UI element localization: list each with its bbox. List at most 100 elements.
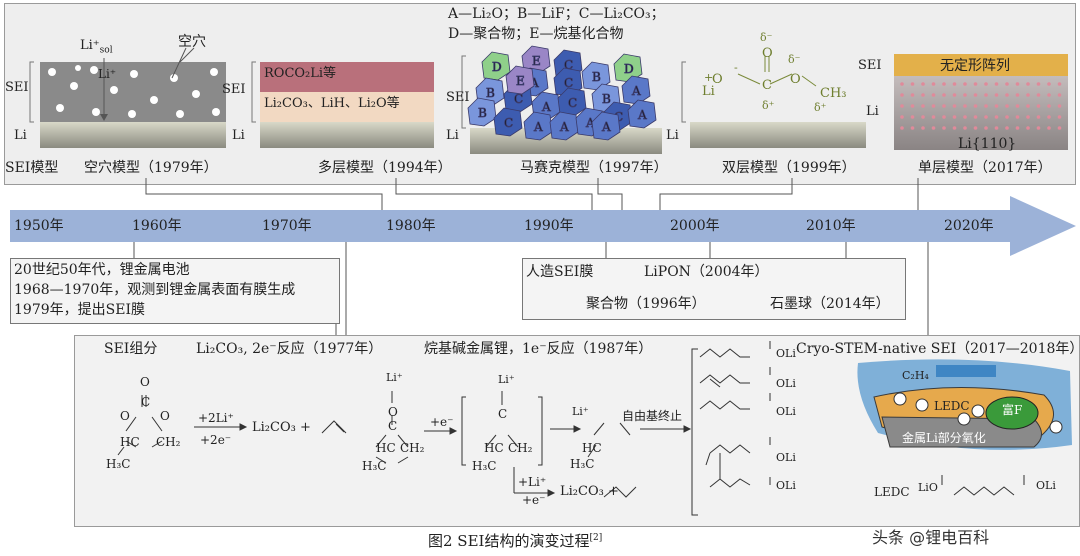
double-layer-model-diagram bbox=[681, 56, 866, 148]
lattice-atom bbox=[952, 93, 957, 97]
mosaic-grain-label: A bbox=[585, 116, 595, 130]
mosaic-li-label: Li bbox=[446, 128, 459, 143]
lattice-atom bbox=[984, 82, 988, 86]
cryo-title: Cryo-STEM-native SEI（2017—2018年） bbox=[796, 341, 1080, 357]
lattice-atom bbox=[1005, 126, 1009, 130]
atom-h3c-2: H₃C bbox=[362, 459, 387, 473]
history-line-1: 20世纪50年代，锂金属电池 bbox=[14, 262, 190, 278]
lattice-atom bbox=[910, 104, 915, 108]
double-delta-minus-right: δ⁻ bbox=[788, 53, 801, 66]
double-o-top: O bbox=[762, 46, 773, 61]
lattice-atom bbox=[910, 82, 915, 86]
lattice-atom bbox=[910, 115, 915, 119]
oli-3: OLi bbox=[776, 405, 796, 418]
history-line-3: 1979年，提出SEI膜 bbox=[14, 302, 145, 318]
lattice-atom bbox=[1057, 115, 1062, 119]
atom-c-1: C bbox=[141, 395, 151, 409]
mosaic-model-diagram: DECACBDBCACBABCAAACAEA bbox=[461, 45, 662, 154]
mosaic-grain-label: D bbox=[492, 60, 502, 74]
mosaic-grain-label: A bbox=[601, 120, 611, 134]
mosaic-grain-label: A bbox=[541, 100, 551, 114]
ledc-lio: LiO bbox=[918, 481, 938, 494]
lattice-atom bbox=[1005, 115, 1009, 119]
mosaic-grain bbox=[627, 99, 657, 129]
lattice-atom bbox=[942, 126, 946, 130]
mosaic-grain bbox=[621, 75, 651, 105]
double-plus-sign: + bbox=[704, 71, 714, 84]
plus-2li-label: +2Li⁺ bbox=[198, 411, 234, 425]
graphite-label: 石墨球（2014年） bbox=[770, 296, 890, 312]
lattice-atom bbox=[1015, 115, 1020, 119]
timeline-year-3: 1980年 bbox=[386, 218, 436, 234]
atom-hc-1: HC bbox=[120, 435, 140, 449]
reaction-1-title: Li₂CO₃, 2e⁻反应（1977年） bbox=[196, 341, 383, 357]
lattice-atom bbox=[994, 104, 999, 108]
single-model-title: 单层模型（2017年） bbox=[918, 160, 1052, 176]
double-ch3: CH₃ bbox=[820, 86, 847, 101]
lattice-atom bbox=[994, 115, 999, 119]
mosaic-grain-label: E bbox=[516, 74, 525, 88]
mosaic-grain-label: A bbox=[637, 108, 647, 122]
early-history-box bbox=[10, 258, 340, 324]
single-li-label: Li bbox=[866, 104, 879, 119]
plus-e-label-2: +e⁻ bbox=[522, 493, 546, 507]
mosaic-grain-label: C bbox=[504, 116, 513, 130]
artificial-sei-label: 人造SEI膜 bbox=[526, 264, 594, 280]
double-li-plus: Li bbox=[702, 84, 715, 99]
lattice-atom bbox=[1057, 104, 1062, 108]
lattice-atom bbox=[931, 82, 936, 86]
oli-4: OLi bbox=[776, 451, 796, 464]
lattice-atom bbox=[984, 93, 988, 97]
lipon-label: LiPON（2004年） bbox=[644, 264, 769, 280]
mosaic-grain-label: A bbox=[533, 120, 543, 134]
atom-o-2: O bbox=[388, 405, 398, 419]
double-minus-sign: - bbox=[734, 61, 738, 74]
metal-li-label: 金属Li部分氧化 bbox=[902, 431, 986, 445]
lattice-atom bbox=[1057, 93, 1062, 97]
lattice-atom bbox=[973, 82, 978, 86]
lattice-atom bbox=[921, 126, 925, 130]
lattice-atom bbox=[984, 126, 988, 130]
oli-2: OLi bbox=[776, 377, 796, 390]
mosaic-grain-label: A bbox=[559, 120, 569, 134]
multilayer-sei-label: SEI bbox=[222, 82, 246, 97]
single-sei-label: SEI bbox=[858, 58, 882, 73]
lattice-atom bbox=[900, 115, 904, 119]
figure-caption: 图2 SEI结构的演变过程[2] bbox=[428, 532, 603, 550]
multilayer-top-layer: ROCO₂Li等 bbox=[264, 66, 337, 81]
atom-h3c-4: H₃C bbox=[570, 457, 595, 471]
lattice-atom bbox=[931, 93, 936, 97]
lattice-atom bbox=[963, 104, 967, 108]
atom-o-1: O bbox=[140, 375, 150, 389]
lattice-atom bbox=[984, 104, 988, 108]
mosaic-grain bbox=[493, 107, 523, 137]
lattice-atom bbox=[952, 82, 957, 86]
li-plus-label: Li⁺ bbox=[98, 67, 117, 81]
reaction-structures bbox=[117, 341, 1072, 516]
lattice-atom bbox=[921, 115, 925, 119]
lattice-atom bbox=[931, 115, 936, 119]
lattice-atom bbox=[963, 115, 967, 119]
lattice-atom bbox=[910, 126, 915, 130]
timeline-year-4: 1990年 bbox=[524, 218, 574, 234]
mosaic-grain bbox=[591, 111, 621, 141]
lattice-atom bbox=[1026, 126, 1030, 130]
lattice-atom bbox=[973, 115, 978, 119]
mosaic-grain-label: D bbox=[624, 62, 634, 76]
oli-5: OLi bbox=[776, 479, 796, 492]
double-model-title: 双层模型（1999年） bbox=[722, 160, 856, 176]
multilayer-li-label: Li bbox=[232, 128, 245, 143]
plus-2e-label: +2e⁻ bbox=[200, 433, 232, 447]
lattice-atom bbox=[952, 104, 957, 108]
mosaic-grain-label: C bbox=[514, 92, 523, 106]
vacancy-model-title: 空穴模型（1979年） bbox=[84, 160, 218, 176]
mosaic-grain-label: C bbox=[564, 58, 573, 72]
lattice-atom bbox=[931, 126, 936, 130]
lattice-atom bbox=[1026, 93, 1030, 97]
mosaic-grain-label: A bbox=[631, 84, 641, 98]
rich-f-label: 富F bbox=[1002, 403, 1023, 417]
lattice-atom bbox=[1036, 93, 1041, 97]
multilayer-model-title: 多层模型（1994年） bbox=[318, 160, 452, 176]
double-c-center: C bbox=[762, 78, 772, 93]
